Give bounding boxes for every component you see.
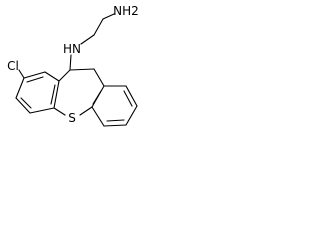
bond-r3: [103, 124, 127, 127]
thiepine-ring: [53, 68, 105, 116]
bond-nh-ch2: [80, 34, 95, 45]
bond-ch2-ring-right: [93, 68, 105, 87]
bond-r1-inner: [92, 90, 102, 105]
chemical-structure: NH2 HN Cl S: [7, 4, 139, 127]
bond-l5-inner: [26, 76, 44, 83]
bond-ch-ch2-ring: [69, 68, 95, 71]
amine-terminal-label: NH2: [113, 4, 139, 18]
bond-l6: [44, 71, 60, 82]
bond-l3-inner: [20, 97, 32, 109]
bond-ch2-ch2: [93, 18, 104, 36]
bond-c-cl: [18, 69, 25, 79]
chlorine-label: Cl: [7, 59, 19, 73]
amine-secondary-label: HN: [63, 42, 81, 56]
bond-r2: [91, 106, 105, 127]
bond-r3-inner: [106, 119, 125, 122]
bond-l5: [23, 71, 46, 79]
bond-l1-inner: [50, 84, 56, 105]
bond-ch-ring-left: [58, 69, 71, 82]
aminoethyl-chain: [69, 13, 115, 71]
bond-l2: [29, 107, 55, 114]
bond-l3: [15, 97, 31, 114]
bond-ch2-nh2: [102, 13, 115, 20]
bond-r5-inner: [123, 90, 133, 107]
bond-l4: [15, 77, 25, 99]
sulfur-label: S: [68, 111, 76, 125]
right-benzene-ring: [91, 85, 138, 127]
bond-ch-nh: [69, 54, 72, 71]
bond-l1: [53, 80, 60, 109]
bond-r4: [125, 105, 138, 126]
bond-ring-s-right: [79, 106, 93, 116]
bond-r5: [125, 85, 138, 107]
left-benzene-ring: [15, 69, 60, 114]
bond-ring-s-left: [53, 107, 66, 116]
